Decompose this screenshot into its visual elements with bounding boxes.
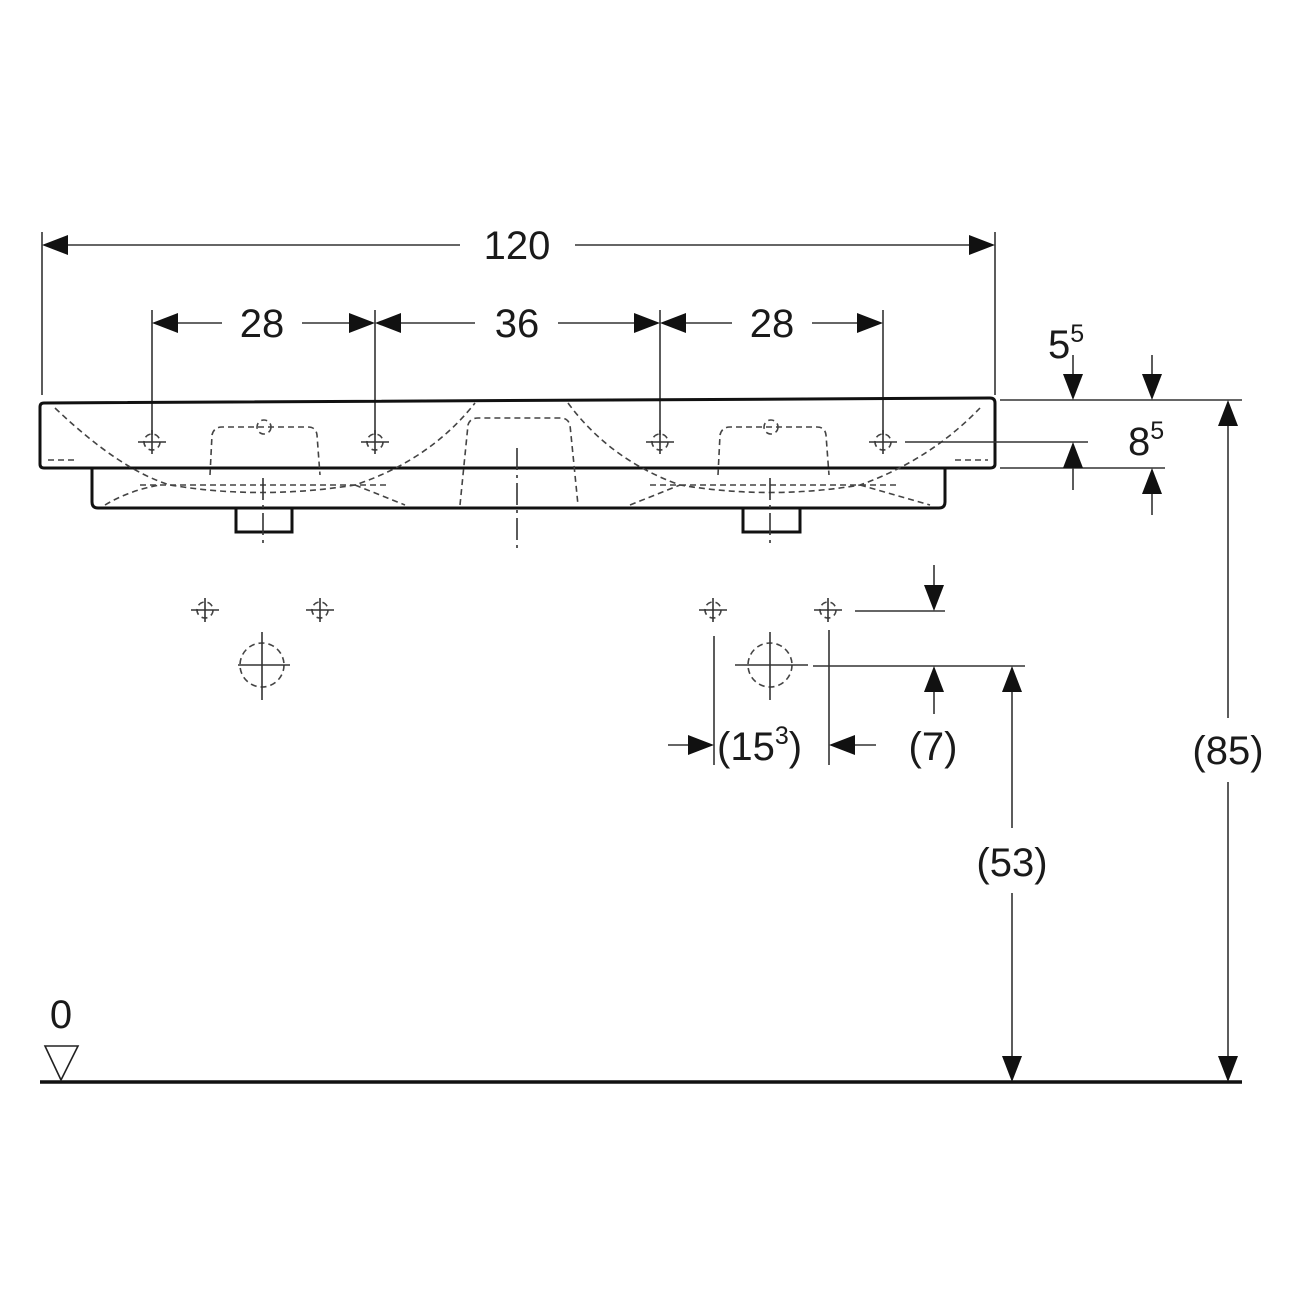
dimension-label-28-right: 28 (750, 302, 795, 346)
dimension-label-7: (7) (909, 725, 958, 769)
supply-connection-icon (190, 597, 220, 623)
supply-connection-icon (305, 597, 335, 623)
dimension-label-36: 36 (495, 302, 540, 346)
double-washbasin-front-view (38, 396, 997, 548)
dimension-label-5-5: 55 (1048, 320, 1084, 367)
dimension-rim-details: 55 85 (905, 320, 1242, 515)
floor-level-label: 0 (50, 993, 72, 1037)
dimension-overall-width: 120 (41, 224, 996, 395)
waste-connection-icon (735, 632, 808, 700)
supply-connection-icon (813, 597, 843, 623)
dimension-fitting-offset: (7) (813, 565, 1025, 769)
dimension-tap-spacing: 28 36 28 (151, 302, 884, 435)
arrow-icon (42, 235, 68, 255)
tap-hole-icon (137, 429, 167, 455)
dimension-rim-height: (85) (1192, 400, 1264, 1082)
tap-hole-icon (360, 429, 390, 455)
dimension-label-8-5: 85 (1128, 417, 1164, 464)
level-marker-icon (43, 1045, 80, 1082)
dimension-fitting-spacing: (153) (668, 630, 876, 769)
dimension-label-120: 120 (484, 224, 551, 268)
dimension-label-28-left: 28 (240, 302, 285, 346)
dimension-label-53: (53) (976, 841, 1047, 885)
arrow-icon (969, 235, 995, 255)
floor-level: 0 (40, 993, 1242, 1084)
wall-fittings (190, 597, 843, 700)
tap-hole-icon (645, 429, 675, 455)
dimension-fitting-height: (53) (976, 666, 1048, 1082)
dimension-label-85: (85) (1192, 729, 1263, 773)
tap-hole-icon (868, 429, 898, 455)
waste-connection-icon (238, 632, 290, 700)
supply-connection-icon (698, 597, 728, 623)
dimension-label-15-3: (153) (717, 722, 802, 769)
